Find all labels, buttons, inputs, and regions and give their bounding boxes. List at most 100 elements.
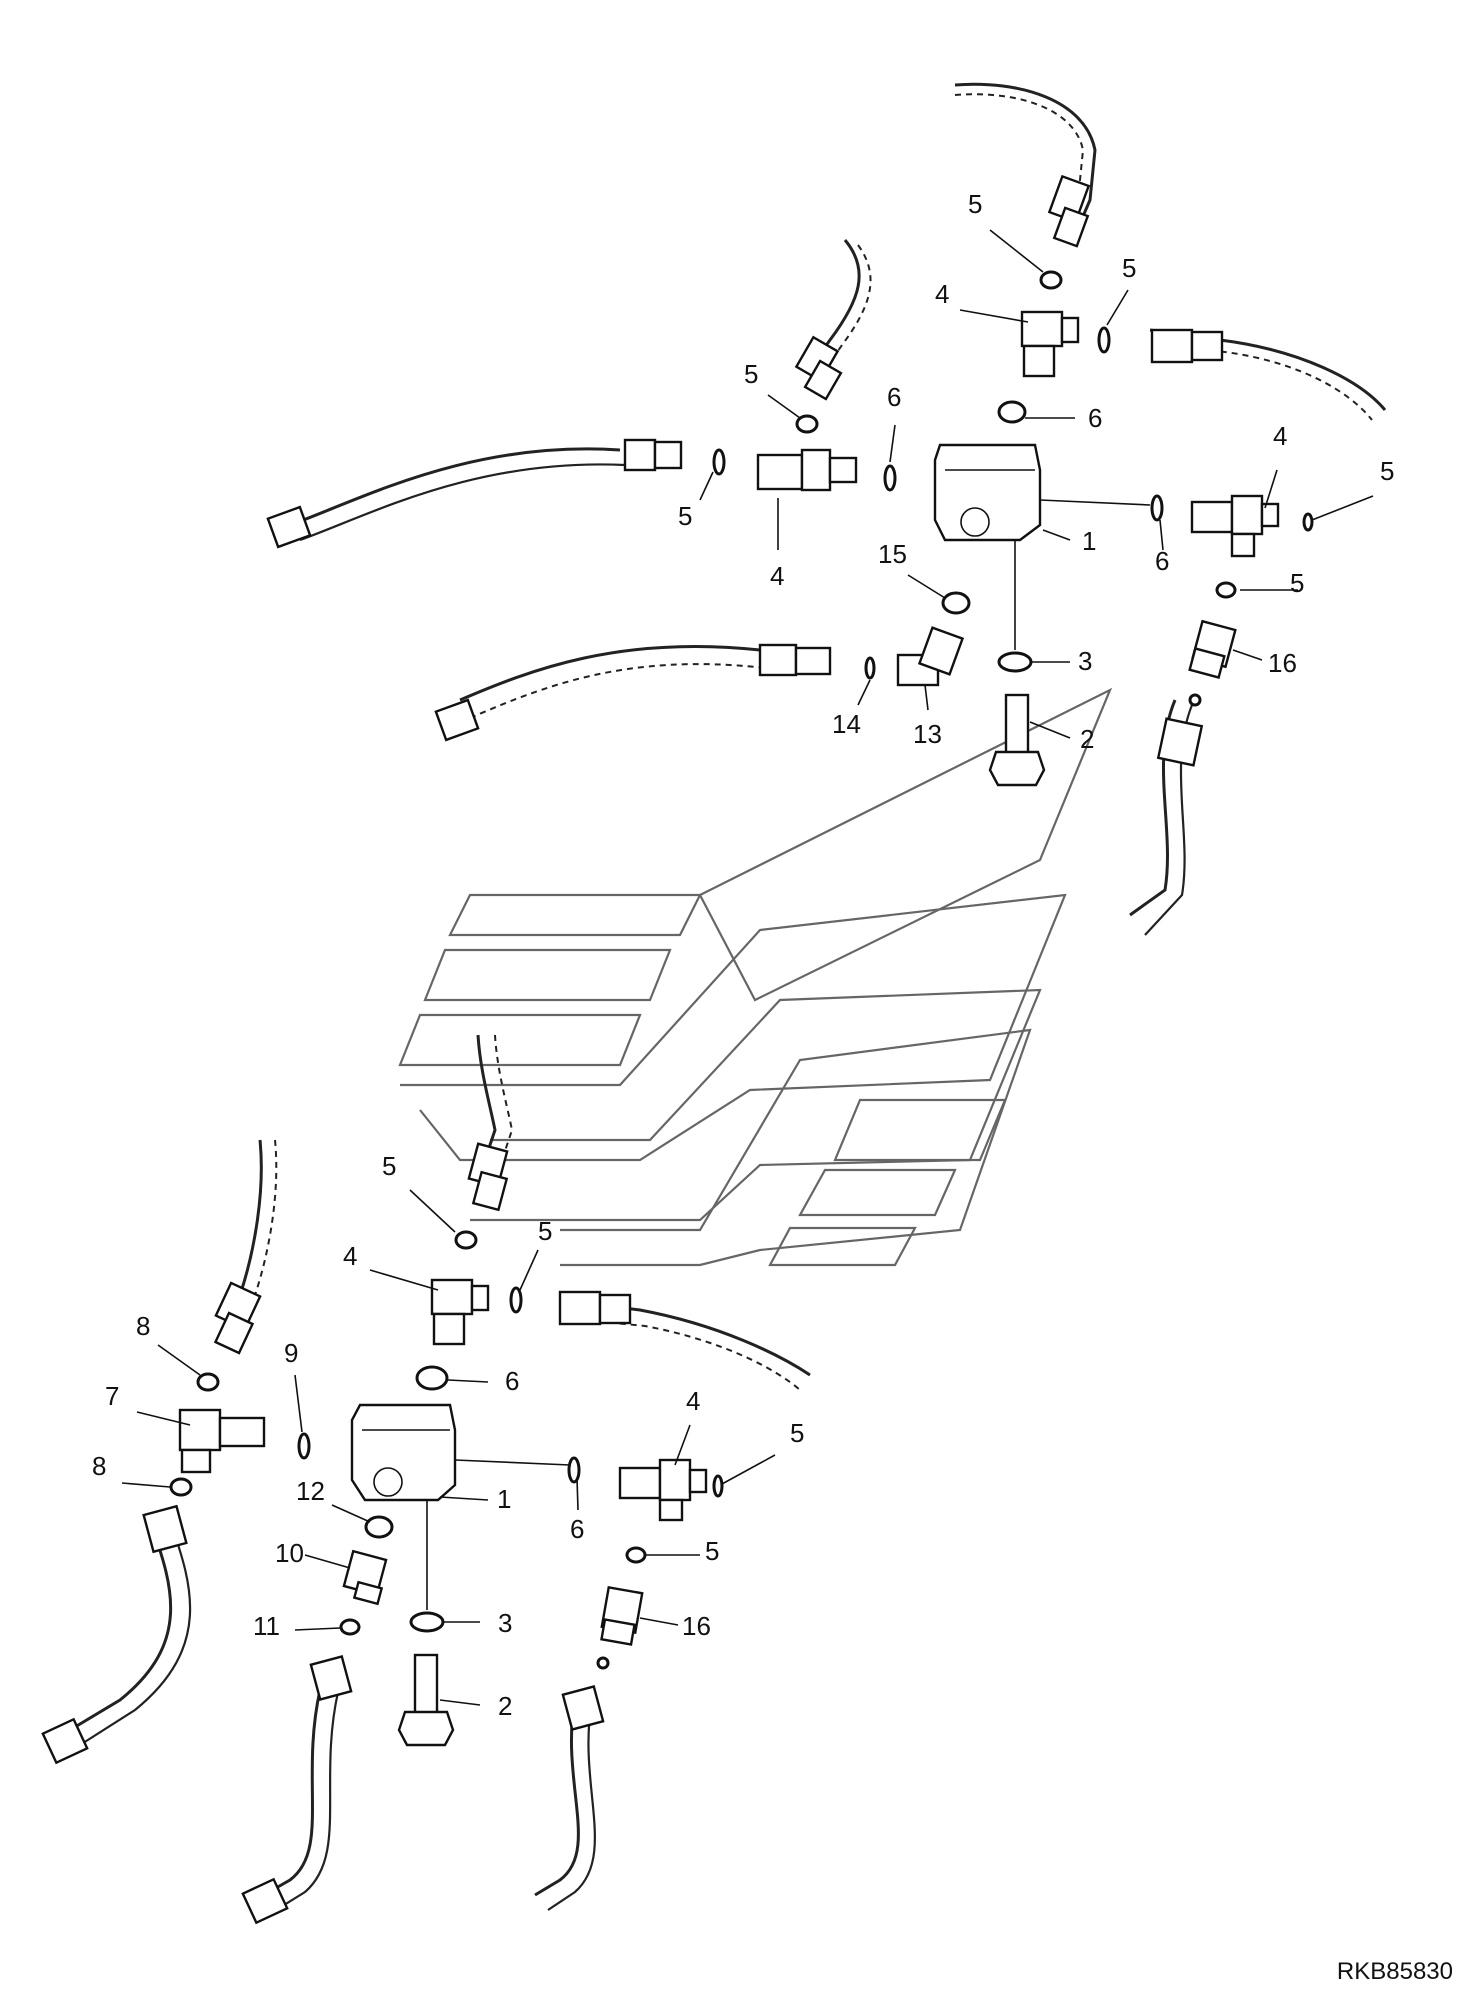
callout-label: 4 <box>770 561 784 591</box>
hose <box>1149 328 1387 421</box>
upper-assembly <box>266 82 1387 936</box>
hose <box>467 1034 514 1212</box>
callout-label: 5 <box>1290 568 1304 598</box>
seal-ring <box>1188 693 1202 707</box>
seal-ring <box>712 1474 724 1498</box>
hose-coupling <box>1047 174 1091 248</box>
tee-fitting <box>756 448 858 492</box>
seal-ring <box>795 414 819 434</box>
callout-label: 5 <box>1122 253 1136 283</box>
callout-label: 1 <box>1082 526 1096 556</box>
upper-callouts: 5 5 4 5 6 6 5 4 4 5 1 6 15 5 3 16 14 13 … <box>678 189 1394 754</box>
seal-ring <box>1215 581 1237 599</box>
callout-label: 4 <box>1273 421 1287 451</box>
callout-label: 12 <box>296 1476 325 1506</box>
seal-ring <box>297 1432 311 1460</box>
callout-label: 8 <box>92 1451 106 1481</box>
tee-fitting <box>1190 494 1280 558</box>
bolt <box>397 1653 455 1747</box>
callout-label: 5 <box>382 1151 396 1181</box>
callout-label: 14 <box>832 709 861 739</box>
tee-fitting <box>1020 310 1080 378</box>
hose <box>558 1290 811 1391</box>
seal-ring <box>364 1515 394 1539</box>
connector-fitting <box>600 1585 644 1646</box>
callout-label: 15 <box>878 539 907 569</box>
distribution-block <box>350 1403 457 1502</box>
seal-ring <box>1302 512 1314 532</box>
seal-ring <box>169 1477 193 1497</box>
connector-fitting <box>1188 619 1237 679</box>
callout-label: 5 <box>705 1536 719 1566</box>
callout-label: 2 <box>1080 724 1094 754</box>
callout-label: 3 <box>498 1608 512 1638</box>
seal-ring <box>454 1230 478 1250</box>
seal-ring <box>997 400 1027 424</box>
washer <box>997 651 1033 673</box>
callout-label: 7 <box>105 1381 119 1411</box>
seal-ring <box>509 1286 523 1314</box>
callout-label: 6 <box>887 382 901 412</box>
hose <box>794 239 872 401</box>
callout-label: 13 <box>913 719 942 749</box>
callout-label: 2 <box>498 1691 512 1721</box>
bolt <box>988 693 1046 787</box>
callout-label: 4 <box>935 279 949 309</box>
callout-label: 16 <box>682 1611 711 1641</box>
callout-label: 5 <box>1380 456 1394 486</box>
callout-label: 6 <box>505 1366 519 1396</box>
callout-label: 10 <box>275 1538 304 1568</box>
seal-ring <box>567 1456 581 1484</box>
adapter-fitting <box>342 1549 388 1606</box>
callout-label: 5 <box>678 501 692 531</box>
seal-ring <box>625 1546 647 1564</box>
callout-label: 1 <box>497 1484 511 1514</box>
callout-label: 3 <box>1078 646 1092 676</box>
seal-ring <box>1097 326 1111 354</box>
hose <box>434 643 832 742</box>
callout-label: 6 <box>570 1514 584 1544</box>
seal-ring <box>596 1656 610 1670</box>
callout-label: 5 <box>744 359 758 389</box>
hose <box>954 82 1097 236</box>
hose <box>1129 699 1204 936</box>
callout-label: 8 <box>136 1311 150 1341</box>
hose <box>266 438 683 549</box>
seal-ring <box>196 1372 220 1392</box>
distribution-block <box>933 443 1042 542</box>
seal-ring <box>864 656 876 680</box>
seal-ring <box>1150 494 1164 522</box>
callout-label: 4 <box>686 1386 700 1416</box>
machine-frame-outline <box>398 687 1113 1267</box>
hose <box>213 1139 278 1355</box>
hose <box>241 1655 353 1925</box>
callout-label: 5 <box>538 1216 552 1246</box>
assembly-axis-line <box>454 1459 571 1466</box>
callout-label: 6 <box>1088 403 1102 433</box>
seal-ring <box>712 448 726 476</box>
seal-ring <box>883 464 897 492</box>
callout-label: 9 <box>284 1338 298 1368</box>
tee-fitting <box>430 1278 490 1346</box>
callout-label: 5 <box>790 1418 804 1448</box>
callout-label: 11 <box>253 1611 280 1641</box>
leader-lines <box>121 229 1374 1706</box>
elbow-fitting <box>896 626 965 687</box>
seal-ring <box>415 1365 449 1391</box>
callout-label: 5 <box>968 189 982 219</box>
lower-assembly <box>41 1034 811 1925</box>
drawing-reference-code: RKB85830 <box>1336 1958 1453 1985</box>
callout-label: 6 <box>1155 546 1169 576</box>
tee-fitting <box>178 1408 266 1474</box>
lower-callouts: 5 5 4 6 8 9 7 4 5 8 12 1 6 10 5 16 11 3 … <box>92 1151 804 1721</box>
seal-ring <box>941 591 971 615</box>
tee-fitting <box>618 1458 708 1522</box>
callout-label: 16 <box>1268 648 1297 678</box>
callout-label: 4 <box>343 1241 357 1271</box>
seal-ring <box>339 1618 361 1636</box>
washer <box>409 1611 445 1633</box>
seal-ring <box>1039 270 1063 290</box>
hose <box>41 1504 192 1765</box>
assembly-axis-line <box>1039 499 1151 506</box>
